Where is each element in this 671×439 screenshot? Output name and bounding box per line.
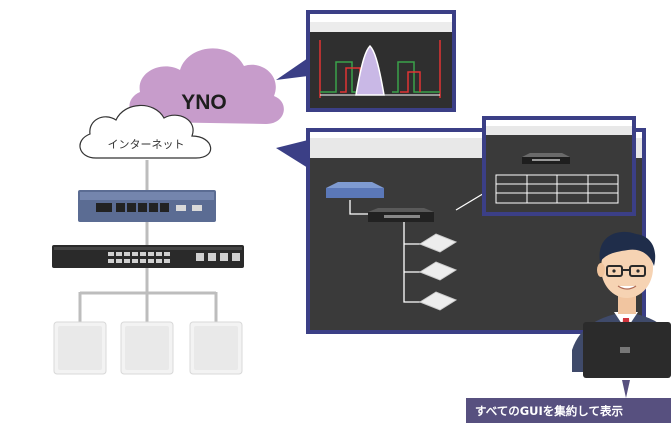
port-table	[495, 174, 619, 204]
router-icon	[78, 190, 216, 222]
caption-text: すべてのGUIを集約して表示	[475, 404, 623, 418]
yno-cloud: YNO	[129, 48, 284, 124]
topology-ap-2	[418, 261, 458, 281]
topology-ap-1	[418, 233, 458, 253]
detail-switch-icon	[522, 153, 570, 164]
topology-router-icon	[326, 182, 384, 198]
cloud-icon	[129, 48, 284, 124]
laptop-icon	[583, 322, 671, 378]
cloud-outline-icon	[79, 104, 212, 159]
switch-icon	[52, 245, 244, 268]
internet-cloud: インターネット	[79, 104, 212, 159]
yno-label: YNO	[181, 91, 227, 114]
switch-detail-window	[482, 116, 636, 216]
access-point-2	[120, 321, 174, 375]
internet-label: インターネット	[108, 138, 185, 151]
spectrum-callout-pointer	[276, 58, 308, 80]
topology-switch-icon	[368, 208, 434, 222]
caption-pointer	[622, 380, 630, 398]
access-point-1	[53, 321, 107, 375]
topology-ap-3	[418, 291, 458, 311]
caption-box: すべてのGUIを集約して表示	[466, 398, 671, 423]
spectrum-chart	[319, 40, 441, 98]
network-links	[78, 160, 218, 322]
spectrum-window	[306, 10, 456, 112]
main-window-callout-pointer	[276, 140, 308, 168]
access-point-3	[189, 321, 243, 375]
